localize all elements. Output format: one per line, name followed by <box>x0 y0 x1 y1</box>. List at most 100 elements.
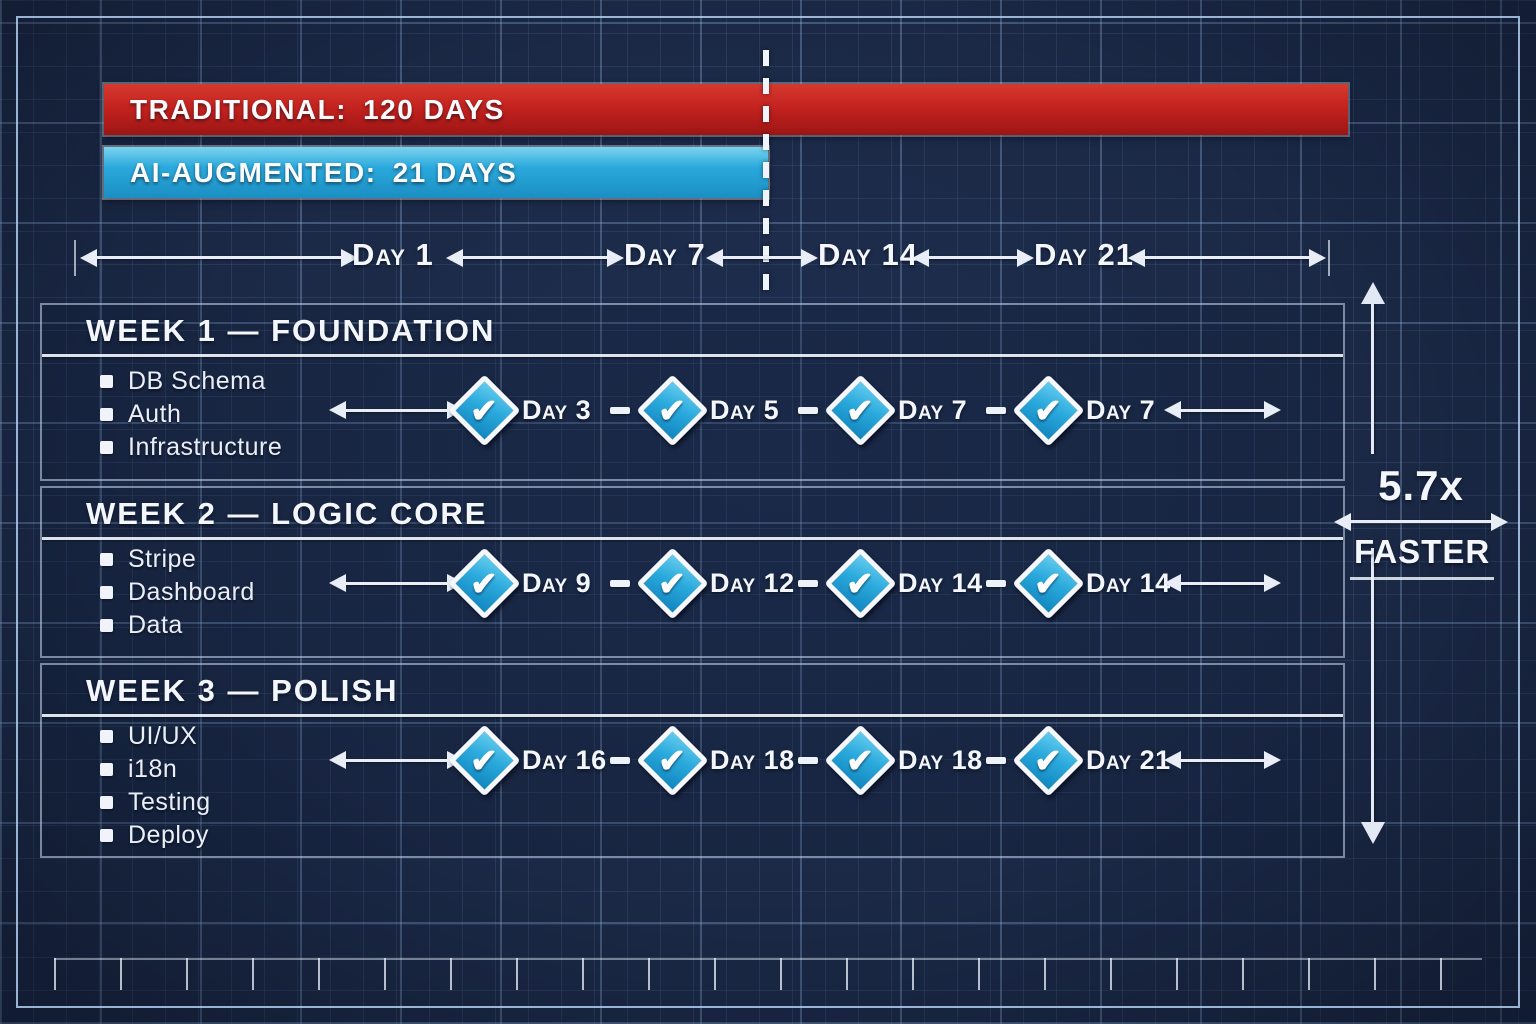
task-bullet-icon <box>100 553 113 566</box>
milestone-diamond: ✔ <box>635 373 709 447</box>
milestone-lead-arrow <box>345 581 448 585</box>
milestone-diamond: ✔ <box>635 546 709 620</box>
check-icon: ✔ <box>658 391 686 429</box>
task-bullet-icon <box>100 619 113 632</box>
task-label: Deploy <box>128 821 209 849</box>
milestone-diamond: ✔ <box>823 723 897 797</box>
timeline-arrow-segment <box>1144 256 1310 259</box>
check-icon: ✔ <box>1034 564 1062 602</box>
timeline-arrow-segment <box>928 256 1018 259</box>
task-label: DB Schema <box>128 367 266 395</box>
timeline-tick-day14: Day 14 <box>818 237 919 272</box>
task-label: Data <box>128 611 183 639</box>
traditional-bar-label: TRADITIONAL: <box>130 93 348 125</box>
task-bullet-icon <box>100 763 113 776</box>
timeline-tick-day1: Day 1 <box>352 237 434 272</box>
check-icon: ✔ <box>846 741 874 779</box>
milestone-tail-arrow <box>1180 408 1265 412</box>
milestone-diamond: ✔ <box>447 373 521 447</box>
milestone-label: Day 5 <box>710 394 780 425</box>
ai-augmented-duration-bar: AI-AUGMENTED: 21 DAYS <box>104 147 768 198</box>
milestone-label: Day 14 <box>1086 567 1171 598</box>
week2-title: WEEK 2 — LOGIC CORE <box>86 496 488 531</box>
milestone-label: Day 7 <box>1086 394 1156 425</box>
speed-label: FASTER <box>1350 531 1495 580</box>
check-icon: ✔ <box>470 391 498 429</box>
milestone-label: Day 3 <box>522 394 592 425</box>
milestone-tail-arrow <box>1180 581 1265 585</box>
timeline-tick-day7: Day 7 <box>624 237 706 272</box>
bottom-ruler <box>54 958 1482 990</box>
ai-bar-value: 21 DAYS <box>392 156 518 188</box>
milestone-diamond: ✔ <box>447 723 521 797</box>
speed-span-arrow-bottom <box>1371 548 1374 824</box>
milestone-label: Day 21 <box>1086 744 1171 775</box>
task-item: UI/UX <box>100 720 211 753</box>
milestone-connector <box>798 756 818 764</box>
timeline-arrow-segment <box>462 256 608 259</box>
timeline-start-tick <box>74 240 76 276</box>
task-bullet-icon <box>100 796 113 809</box>
milestone-diamond: ✔ <box>823 373 897 447</box>
week1-divider <box>42 354 1343 357</box>
task-bullet-icon <box>100 829 113 842</box>
speed-horizontal-arrow <box>1350 520 1492 523</box>
milestone-label: Day 18 <box>710 744 795 775</box>
milestone-label: Day 7 <box>898 394 968 425</box>
task-bullet-icon <box>100 408 113 421</box>
milestone-connector <box>798 406 818 414</box>
task-item: Infrastructure <box>100 431 282 464</box>
ai-endpoint-dashed-line <box>763 50 769 302</box>
timeline-end-tick <box>1328 240 1330 276</box>
milestone-connector <box>610 579 630 587</box>
task-label: i18n <box>128 755 178 783</box>
speed-annotation: 5.7x FASTER <box>1350 462 1495 580</box>
check-icon: ✔ <box>658 564 686 602</box>
task-item: i18n <box>100 753 211 786</box>
traditional-bar-value: 120 DAYS <box>363 93 505 125</box>
milestone-label: Day 16 <box>522 744 607 775</box>
milestone-connector <box>798 579 818 587</box>
milestone-connector <box>986 406 1006 414</box>
milestone-tail-arrow <box>1180 758 1265 762</box>
milestone-lead-arrow <box>345 408 448 412</box>
week3-panel: WEEK 3 — POLISH UI/UX i18n Testing Deplo… <box>40 663 1345 858</box>
task-bullet-icon <box>100 441 113 454</box>
check-icon: ✔ <box>470 564 498 602</box>
task-bullet-icon <box>100 730 113 743</box>
week3-title: WEEK 3 — POLISH <box>86 673 399 708</box>
check-icon: ✔ <box>1034 391 1062 429</box>
task-item: Stripe <box>100 543 255 576</box>
milestone-diamond: ✔ <box>447 546 521 620</box>
traditional-duration-bar: TRADITIONAL: 120 DAYS <box>104 84 1348 135</box>
check-icon: ✔ <box>1034 741 1062 779</box>
week1-title: WEEK 1 — FOUNDATION <box>86 313 496 348</box>
speed-span-arrow-top <box>1371 302 1374 454</box>
milestone-label: Day 14 <box>898 567 983 598</box>
milestone-connector <box>986 756 1006 764</box>
milestone-connector <box>986 579 1006 587</box>
week3-divider <box>42 714 1343 717</box>
task-label: Testing <box>128 788 211 816</box>
milestone-lead-arrow <box>345 758 448 762</box>
ai-bar-label: AI-AUGMENTED: <box>130 156 377 188</box>
task-item: Auth <box>100 398 282 431</box>
milestone-diamond: ✔ <box>1011 546 1085 620</box>
timeline-arrow-segment <box>722 256 802 259</box>
week1-panel: WEEK 1 — FOUNDATION DB Schema Auth Infra… <box>40 303 1345 481</box>
check-icon: ✔ <box>470 741 498 779</box>
task-bullet-icon <box>100 586 113 599</box>
check-icon: ✔ <box>658 741 686 779</box>
milestone-label: Day 9 <box>522 567 592 598</box>
task-item: Data <box>100 609 255 642</box>
check-icon: ✔ <box>846 564 874 602</box>
task-label: Stripe <box>128 545 197 573</box>
task-item: DB Schema <box>100 365 282 398</box>
week3-milestone-row: ✔ Day 16 ✔ Day 18 ✔ Day 18 ✔ Day 21 <box>345 723 1265 797</box>
milestone-label: Day 12 <box>710 567 795 598</box>
task-item: Testing <box>100 786 211 819</box>
speed-multiplier: 5.7x <box>1378 462 1464 509</box>
week2-panel: WEEK 2 — LOGIC CORE Stripe Dashboard Dat… <box>40 486 1345 658</box>
milestone-diamond: ✔ <box>1011 373 1085 447</box>
task-label: Dashboard <box>128 578 255 606</box>
